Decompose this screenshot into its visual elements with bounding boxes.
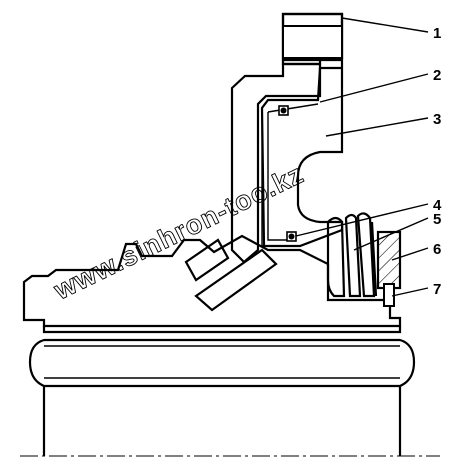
callout-6: 6 bbox=[433, 241, 441, 258]
callout-3: 3 bbox=[433, 111, 441, 128]
callout-7: 7 bbox=[433, 281, 441, 298]
bore-ring bbox=[20, 326, 440, 457]
callout-2: 2 bbox=[433, 67, 441, 84]
callout-labels: 1 2 3 4 5 6 7 bbox=[433, 25, 442, 298]
retaining-ring bbox=[383, 283, 395, 307]
spring-washer-stack bbox=[326, 212, 378, 298]
callout-4: 4 bbox=[433, 197, 442, 214]
o-ring-lower bbox=[286, 231, 297, 242]
callout-1: 1 bbox=[433, 25, 441, 42]
housing-part bbox=[260, 12, 344, 248]
o-ring-upper bbox=[278, 105, 289, 116]
watermark-text: www.sinhron-too.kz bbox=[49, 159, 309, 306]
thrust-ring bbox=[376, 230, 402, 290]
flange-cover bbox=[230, 62, 322, 264]
leader-lines bbox=[295, 17, 429, 297]
callout-5: 5 bbox=[433, 211, 441, 228]
